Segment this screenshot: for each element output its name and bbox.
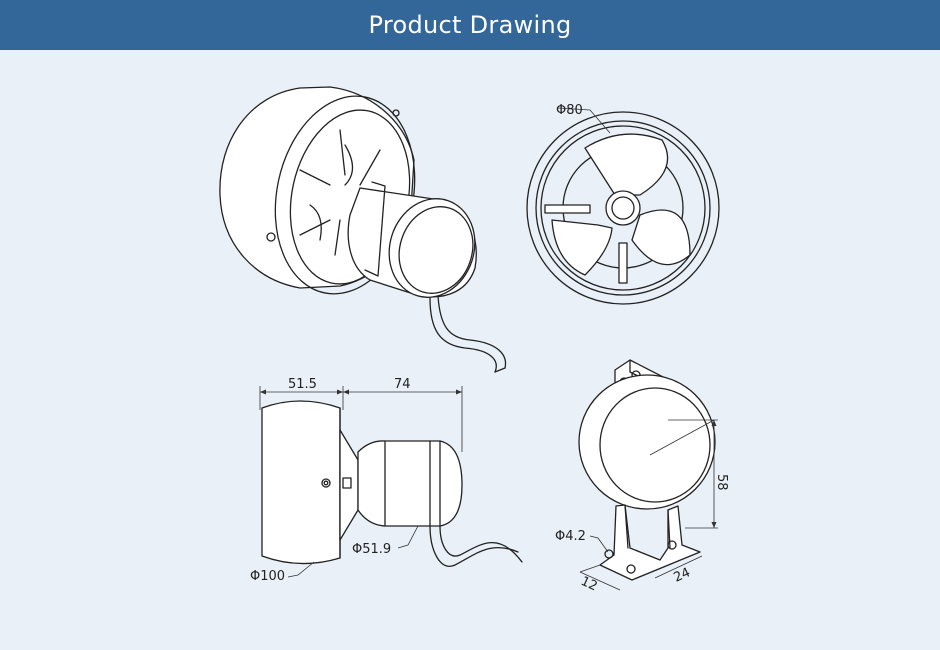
front-view: Φ80 — [526, 103, 720, 305]
bracket-hole-label: Φ4.2 — [555, 529, 586, 544]
side-length-label-1: 51.5 — [288, 377, 317, 392]
page-title: Product Drawing — [368, 11, 572, 39]
side-length-label-2: 74 — [394, 377, 411, 392]
front-diameter-label: Φ80 — [556, 103, 583, 118]
bracket-width-label-1: 12 — [578, 574, 599, 594]
bracket-view: 58 Φ4.2 12 24 — [555, 359, 729, 594]
drawing-canvas: Φ80 51.5 74 Φ100 Φ51.9 — [0, 50, 940, 645]
side-view: 51.5 74 Φ100 Φ51.9 — [250, 377, 523, 584]
bracket-width-label-2: 24 — [672, 565, 693, 585]
side-motor-diameter-label: Φ51.9 — [352, 542, 391, 557]
side-outer-diameter-label: Φ100 — [250, 569, 285, 584]
isometric-view — [219, 86, 507, 373]
bracket-height-label: 58 — [714, 474, 729, 491]
header-bar: Product Drawing — [0, 0, 940, 50]
